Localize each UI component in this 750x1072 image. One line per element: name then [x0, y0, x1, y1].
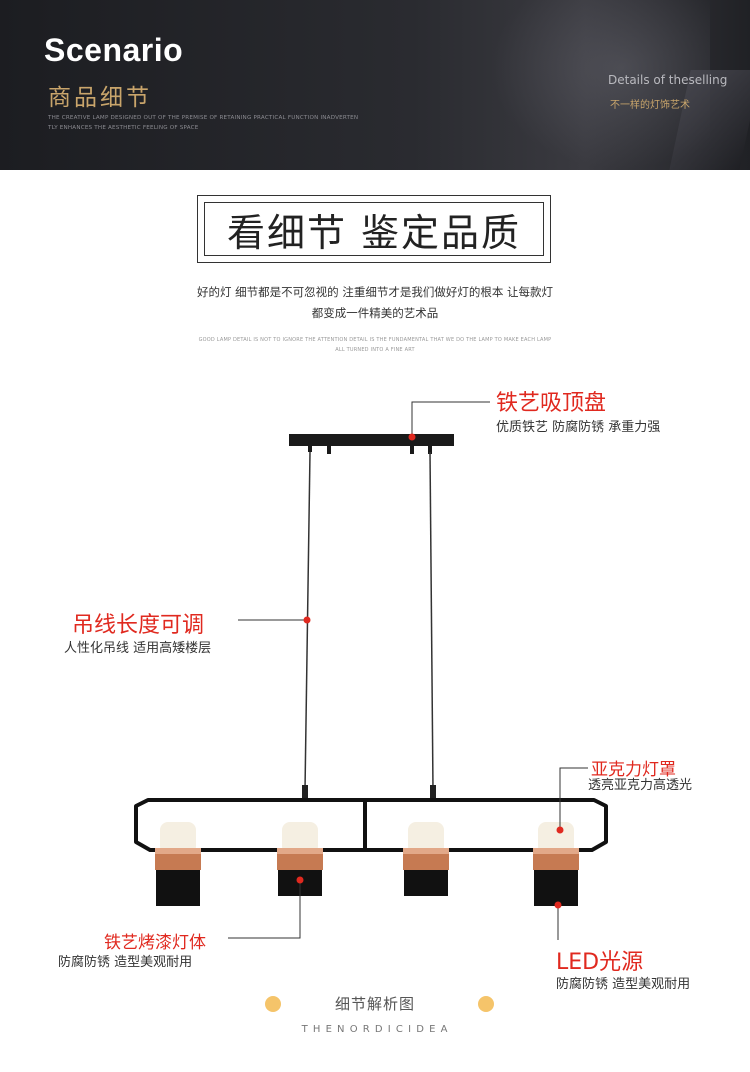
callout-dots: [296, 433, 564, 909]
banner-subtitle: 商品细节: [48, 85, 152, 111]
callout-wire-title: 吊线长度可调: [72, 613, 205, 638]
banner-right-subtitle: 不一样的灯饰艺术: [610, 100, 690, 111]
footer-dot-right: [478, 996, 494, 1012]
description-line-2: 都变成一件精美的艺术品: [311, 306, 439, 320]
footer-dot-left: [265, 996, 281, 1012]
banner-glow: [490, 0, 710, 170]
callout-body-title: 铁艺烤漆灯体: [104, 933, 206, 953]
wire-dot: [303, 616, 311, 624]
section-heading-box: 看细节 鉴定品质: [197, 195, 551, 263]
lamp-head-1: [155, 822, 201, 906]
callout-body-desc: 防腐防锈 造型美观耐用: [58, 955, 193, 970]
banner-right-title: Details of theselling: [608, 73, 728, 87]
metal-frame: [134, 798, 608, 852]
callout-wire-desc: 人性化吊线 适用高矮楼层: [64, 641, 212, 656]
lamp-head-3: [403, 822, 449, 896]
body-dot: [296, 876, 304, 884]
callout-shade-title: 亚克力灯罩: [591, 760, 676, 780]
callout-canopy-desc: 优质铁艺 防腐防锈 承重力强: [496, 420, 661, 435]
footer-title: 细节解析图: [334, 995, 415, 1013]
footer-tagline: T H E N O R D I C I D E A: [301, 1024, 449, 1035]
description-en-line-2: ALL TURNED INTO A FINE ART: [335, 347, 415, 353]
callout-shade-desc: 透亮亚克力高透光: [588, 778, 693, 793]
banner-small-text-2: TLY ENHANCES THE AESTHETIC FEELING OF SP…: [48, 125, 199, 131]
ceiling-canopy: [289, 434, 454, 454]
shade-dot: [556, 826, 564, 834]
led-dot: [554, 901, 562, 909]
lamp-head-4: [533, 822, 579, 906]
banner-title: Scenario: [44, 32, 184, 68]
section-heading: 看细节 鉴定品质: [204, 202, 544, 256]
callout-led-desc: 防腐防锈 造型美观耐用: [556, 977, 691, 992]
callout-lines: [228, 401, 588, 940]
callout-led-title: LED光源: [556, 950, 644, 975]
canopy-dot: [408, 433, 416, 441]
banner-small-text-1: THE CREATIVE LAMP DESIGNED OUT OF THE PR…: [48, 115, 359, 121]
suspension-wires: [302, 451, 436, 799]
description-en-line-1: GOOD LAMP DETAIL IS NOT TO IGNORE THE AT…: [198, 337, 552, 343]
description-line-1: 好的灯 细节都是不可忽视的 注重细节才是我们做好灯的根本 让每款灯: [197, 285, 553, 299]
callout-canopy-title: 铁艺吸顶盘: [496, 391, 607, 416]
scenario-banner: Scenario 商品细节 THE CREATIVE LAMP DESIGNED…: [0, 0, 750, 170]
